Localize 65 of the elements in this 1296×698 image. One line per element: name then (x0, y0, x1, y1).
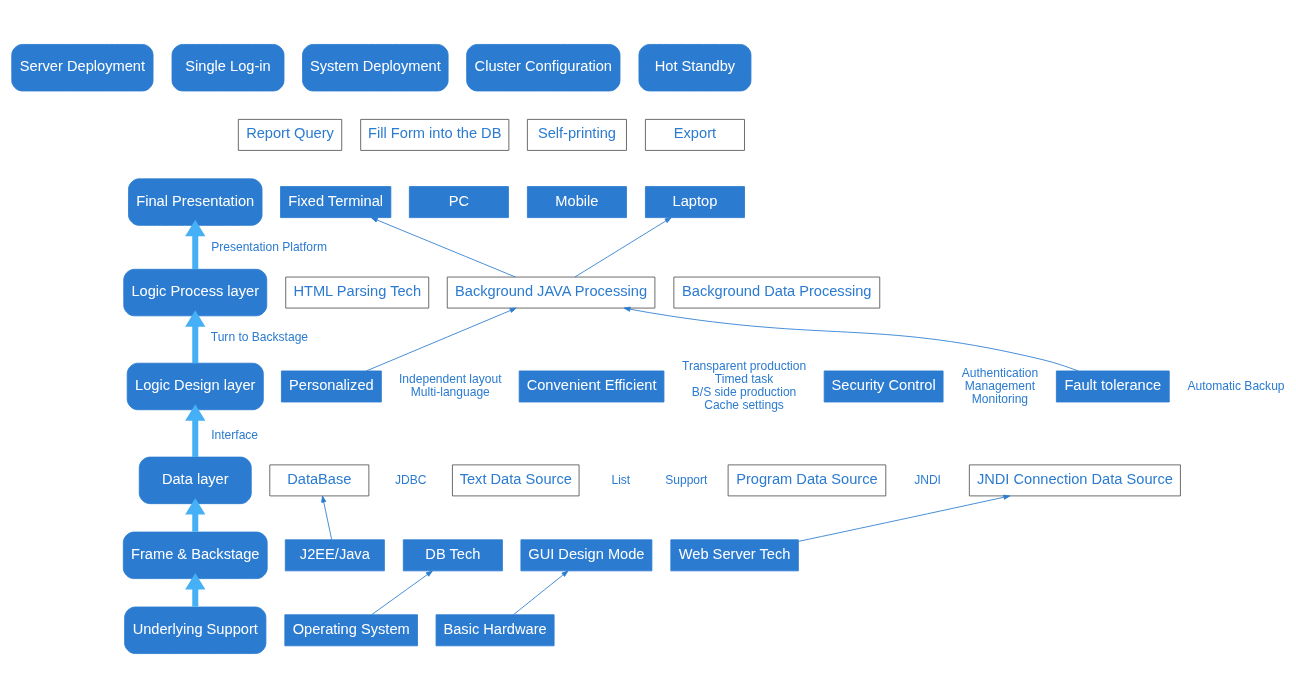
arrow (185, 310, 206, 364)
node-box: Operating System (284, 614, 418, 647)
label: JDBC (394, 472, 427, 487)
arrow (185, 404, 206, 457)
node-box: Final Presentation (128, 178, 263, 226)
arrow (370, 217, 516, 278)
node-label: Timed task (714, 372, 774, 387)
node-box: Mobile (526, 186, 627, 219)
arrow (185, 219, 206, 270)
node-label: Multi-language (410, 385, 490, 400)
node-box: Report Query (237, 118, 343, 151)
node-label: Authentication (961, 365, 1039, 380)
node-box: Export (645, 118, 745, 151)
label: Support (665, 472, 708, 487)
edge-label: Presentation Platform (211, 239, 328, 254)
arrow (366, 307, 517, 372)
node-box: HTML Parsing Tech (285, 276, 430, 309)
node-box: Fixed Terminal (280, 186, 392, 219)
node-box: Text Data Source (452, 464, 580, 497)
arrow (513, 570, 569, 616)
label: JNDI (914, 472, 941, 487)
node-box: Background JAVA Processing (446, 276, 656, 309)
node-box: Data layer (138, 456, 252, 505)
node-box: Hot Standby (638, 44, 752, 92)
arrow (185, 572, 206, 607)
node-box: Frame & Backstage (122, 531, 268, 580)
edge-label: Interface (211, 427, 259, 442)
node-box: Server Deployment (11, 44, 154, 92)
node-box: Logic Process layer (123, 268, 268, 317)
node-label: Management (964, 378, 1036, 393)
node-box: DataBase (269, 464, 370, 497)
node-box: Program Data Source (727, 464, 887, 497)
node-label: Cache settings (704, 398, 784, 413)
node-box: JNDI Connection Data Source (968, 464, 1181, 497)
node-box: Personalized (281, 370, 382, 403)
node-label: Independent layout (399, 372, 502, 387)
node-box: PC (408, 186, 509, 219)
arrow (371, 570, 433, 616)
node-box: Convenient Efficient (518, 370, 665, 403)
node-box: Fault tolerance (1055, 370, 1170, 403)
node-box: Single Log-in (171, 44, 285, 92)
node-box: DB Tech (402, 539, 503, 572)
node-box: Fill Form into the DB (360, 118, 510, 151)
arrow (185, 498, 206, 532)
edge-label: Turn to Backstage (210, 330, 309, 345)
node-box: Laptop (645, 186, 745, 219)
node-box: Basic Hardware (435, 614, 555, 647)
node-box: Background Data Processing (673, 276, 881, 309)
label: List (611, 472, 631, 487)
node-box: Self-printing (526, 118, 627, 151)
arrow (798, 494, 1011, 542)
node-box: System Deployment (302, 44, 449, 92)
node-box: GUI Design Mode (520, 539, 653, 572)
node-box: Web Server Tech (670, 539, 799, 572)
node-label: Transparent production (682, 359, 807, 374)
node-label: B/S side production (691, 385, 797, 400)
node-box: Underlying Support (124, 606, 267, 654)
node-box: Cluster Configuration (466, 44, 621, 92)
node-box: Security Control (823, 370, 944, 403)
arrow (321, 495, 333, 541)
arrow (574, 217, 672, 278)
arrow (623, 306, 1079, 372)
node-box: Logic Design layer (126, 362, 264, 411)
node-box: J2EE/Java (284, 539, 385, 572)
node-label: Automatic Backup (1187, 378, 1285, 393)
